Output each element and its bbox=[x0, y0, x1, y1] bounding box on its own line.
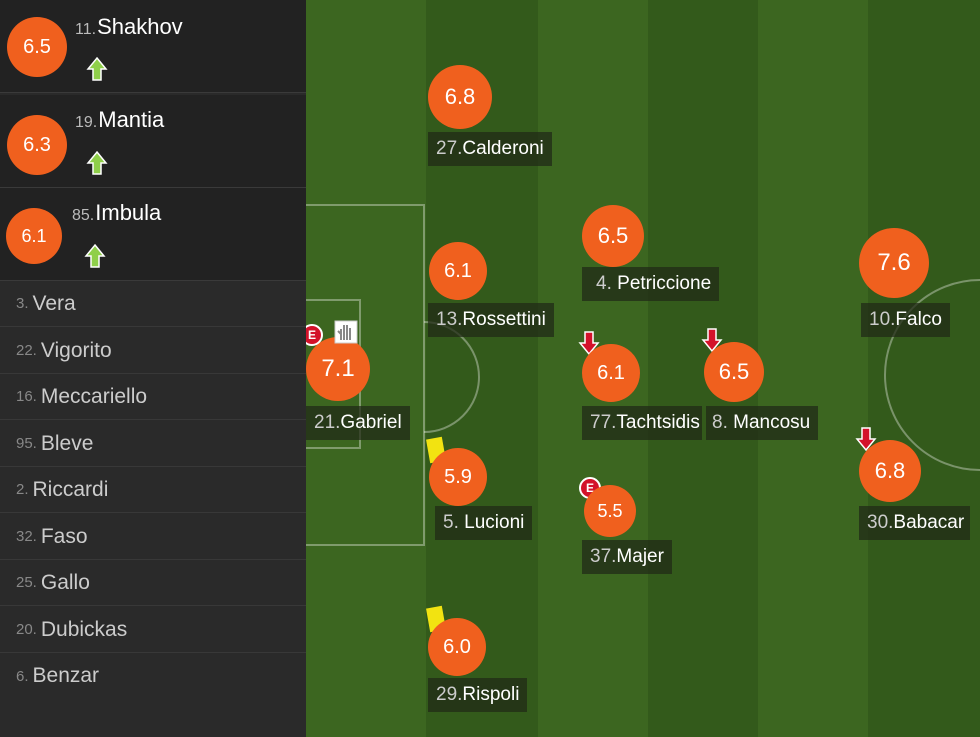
rating-badge: 6.1 bbox=[6, 208, 62, 264]
bench-row[interactable]: 2.Riccardi bbox=[0, 467, 306, 513]
rating-badge: 5.9 bbox=[429, 448, 487, 506]
rating-badge: 6.1 bbox=[582, 344, 640, 402]
sub-in-arrow-icon bbox=[86, 56, 108, 81]
pitch-stripe bbox=[868, 0, 980, 737]
player-name: 37.Majer bbox=[582, 540, 672, 574]
sub-out-arrow-icon bbox=[701, 328, 723, 353]
sub-in-arrow-icon bbox=[86, 150, 108, 175]
bench-row[interactable]: 20.Dubickas bbox=[0, 607, 306, 653]
sub-out-arrow-icon bbox=[855, 427, 877, 452]
bench-row[interactable]: 16.Meccariello bbox=[0, 374, 306, 420]
player-name: 19.Mantia bbox=[75, 107, 165, 132]
player-name: 11.Shakhov bbox=[75, 14, 183, 39]
sub-in-arrow-icon bbox=[84, 243, 106, 268]
sub-row[interactable]: 6.1 85.Imbula bbox=[0, 188, 306, 281]
rating-badge: 6.5 bbox=[7, 17, 67, 77]
event-icon: E bbox=[306, 324, 323, 346]
rating-badge: 6.5 bbox=[582, 205, 644, 267]
bench-row[interactable]: 95.Bleve bbox=[0, 421, 306, 467]
rating-badge: 7.6 bbox=[859, 228, 929, 298]
player-name: 13.Rossettini bbox=[428, 303, 554, 337]
sub-row[interactable]: 6.3 19.Mantia bbox=[0, 95, 306, 188]
glove-icon bbox=[334, 320, 358, 344]
player-name: 5. Lucioni bbox=[435, 506, 533, 540]
rating-badge: 6.0 bbox=[428, 618, 486, 676]
player-name: 30.Babacar bbox=[859, 506, 971, 540]
bench-row[interactable]: 32.Faso bbox=[0, 514, 306, 560]
substitutes-panel: 6.5 11.Shakhov 6.3 19.Mantia 6.1 85.Imbu… bbox=[0, 0, 306, 737]
bench-row[interactable]: 22.Vigorito bbox=[0, 328, 306, 374]
player-name: 85.Imbula bbox=[72, 200, 162, 225]
player-name: 27.Calderoni bbox=[428, 132, 552, 166]
player-name: 8. Mancosu bbox=[706, 406, 819, 440]
bench-row[interactable]: 3.Vera bbox=[0, 281, 306, 327]
bench-row[interactable]: 6.Benzar bbox=[16, 664, 100, 687]
rating-badge: 5.5 bbox=[584, 485, 636, 537]
pitch: 6.8 27.Calderoni 6.1 13.Rossettini 7.1 E… bbox=[306, 0, 980, 737]
player-name: 21.Gabriel bbox=[306, 406, 410, 440]
player-name: 77.Tachtsidis bbox=[582, 406, 702, 440]
player-name: 10.Falco bbox=[861, 303, 950, 337]
pitch-lines bbox=[306, 204, 980, 546]
rating-badge: 7.1 bbox=[306, 337, 370, 401]
rating-badge: 6.1 bbox=[429, 242, 487, 300]
player-name: 29.Rispoli bbox=[428, 678, 528, 712]
rating-badge: 6.3 bbox=[7, 115, 67, 175]
pitch-stripe bbox=[758, 0, 868, 737]
player-name: 4. Petriccione bbox=[582, 267, 720, 301]
rating-badge: 6.8 bbox=[428, 65, 492, 129]
rating-badge: 6.8 bbox=[859, 440, 921, 502]
rating-badge: 6.5 bbox=[704, 342, 764, 402]
sub-row[interactable]: 6.5 11.Shakhov bbox=[0, 0, 306, 93]
bench-row[interactable]: 25.Gallo bbox=[0, 560, 306, 606]
